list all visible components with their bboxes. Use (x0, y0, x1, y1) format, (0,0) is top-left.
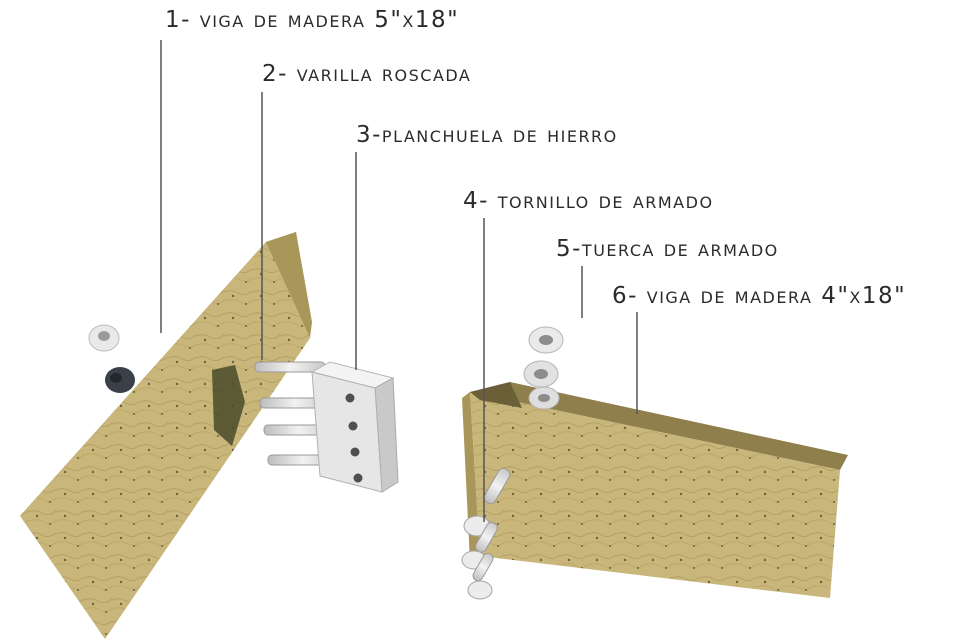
beam-1-back-nut (88, 324, 135, 393)
assembly-screws (461, 467, 511, 600)
beam-1-wood (20, 232, 312, 639)
steel-plate (310, 361, 399, 493)
label-beam-5x18: 1- viga de madera 5"x18" (165, 7, 460, 33)
assembly-nuts (523, 326, 564, 410)
leader-lines (160, 40, 638, 522)
label-assembly-nut: 5-tuerca de armado (556, 236, 779, 262)
label-beam-4x18: 6- viga de madera 4"x18" (612, 283, 907, 309)
label-threaded-rod: 2- varilla roscada (262, 61, 472, 87)
label-steel-plate: 3-planchuela de hierro (356, 122, 618, 148)
beam-6-wood (462, 382, 848, 598)
label-assembly-screw: 4- tornillo de armado (463, 188, 714, 214)
